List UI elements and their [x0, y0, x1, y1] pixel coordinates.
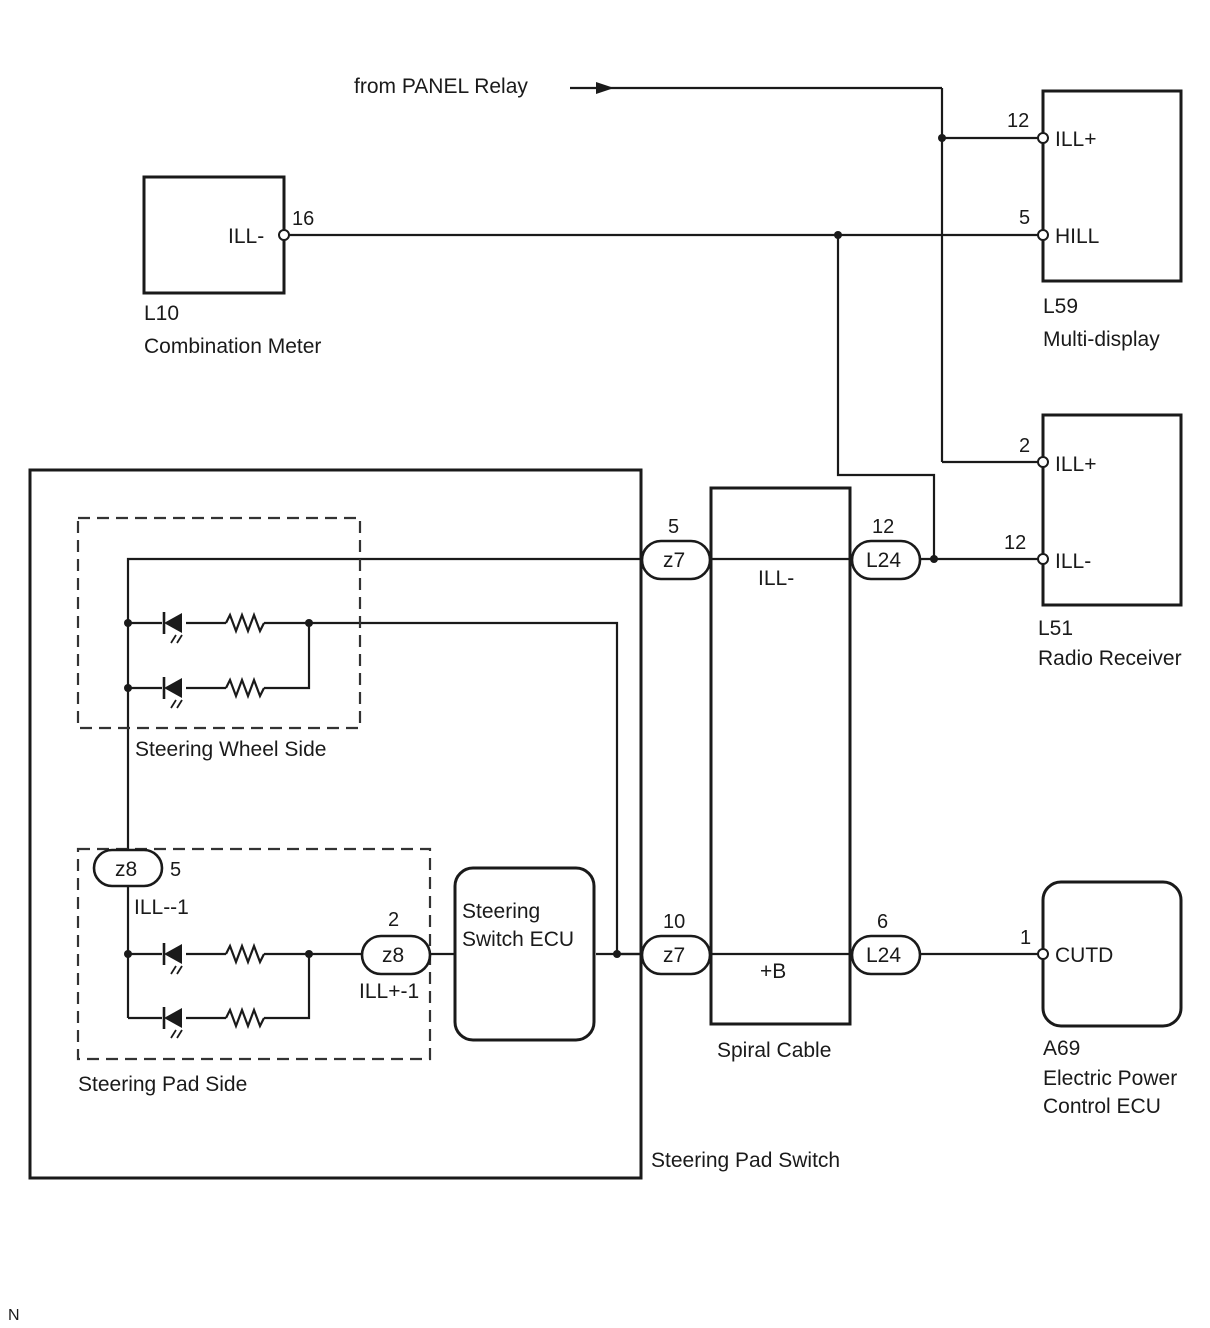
steering-pad-side-label: Steering Pad Side — [78, 1073, 247, 1096]
arrow-icon — [596, 82, 614, 94]
z8-right-id: z8 — [382, 944, 404, 967]
steering-pad-switch-label: Steering Pad Switch — [651, 1149, 840, 1172]
footer-mark: N — [8, 1307, 20, 1324]
junction-dot — [124, 619, 132, 627]
spiral-lower-signal: +B — [760, 960, 786, 983]
ill-minus-branch-wire — [836, 235, 936, 559]
junction-dot — [938, 134, 946, 142]
z8-left-pin: 5 — [170, 859, 181, 881]
junctions — [124, 134, 946, 958]
radio-pin1-label: ILL+ — [1055, 453, 1096, 476]
l24-bottom-id: L24 — [866, 944, 901, 967]
z7-bottom-id: z7 — [663, 944, 685, 967]
resistor-icon — [225, 942, 265, 966]
z7-top-id: z7 — [663, 549, 685, 572]
ecu-pin-label: CUTD — [1055, 944, 1113, 967]
junction-dot — [834, 231, 842, 239]
steering-wheel-side-label: Steering Wheel Side — [135, 738, 326, 761]
led-icon — [162, 943, 183, 975]
steering-switch-ecu-box — [453, 866, 596, 1042]
connector-l24-bottom — [850, 934, 922, 976]
meter-pin-label: ILL- — [228, 225, 264, 248]
l24-bottom-pin: 6 — [877, 911, 888, 933]
z8-right-pin: 2 — [388, 909, 399, 931]
multi-name: Multi-display — [1043, 328, 1160, 351]
ecu-id: A69 — [1043, 1037, 1080, 1060]
l24-top-id: L24 — [866, 549, 901, 572]
multi-display-box — [1041, 89, 1183, 283]
junction-dot — [930, 555, 938, 563]
radio-pin1-number: 2 — [1019, 435, 1030, 457]
terminal-radio-12 — [1037, 553, 1049, 565]
radio-pin2-label: ILL- — [1055, 550, 1091, 573]
steering-wheel-side-box — [76, 516, 362, 730]
led-icon — [162, 677, 183, 709]
resistor-icon — [225, 611, 265, 635]
z8-left-id: z8 — [115, 858, 137, 881]
junction-dot — [305, 950, 313, 958]
connector-l24-top — [850, 539, 922, 581]
resistor-icon — [225, 676, 265, 700]
z7-bottom-pin: 10 — [663, 911, 685, 933]
radio-pin2-number: 12 — [1004, 532, 1026, 554]
switch-ecu-name-line1: Steering — [462, 900, 540, 923]
panel-relay-label: from PANEL Relay — [354, 75, 528, 98]
terminal-multi-5 — [1037, 229, 1049, 241]
wheel-led2-right-wire — [264, 623, 311, 690]
spiral-upper-signal: ILL- — [758, 567, 794, 590]
connector-z8-left — [92, 848, 164, 888]
resistor-icon — [225, 1006, 265, 1030]
multi-id: L59 — [1043, 295, 1078, 318]
meter-name: Combination Meter — [144, 335, 321, 358]
multi-pin1-number: 12 — [1007, 110, 1029, 132]
spiral-cable-box — [709, 486, 852, 1026]
z7-top-pin: 5 — [668, 516, 679, 538]
z8-right-signal: ILL+-1 — [359, 980, 419, 1003]
led-icon — [162, 1007, 183, 1039]
leds — [162, 612, 183, 1039]
steering-pad-switch-box — [28, 468, 643, 1180]
terminals — [278, 132, 1049, 960]
junction-dot — [613, 950, 621, 958]
multi-pin2-number: 5 — [1019, 207, 1030, 229]
terminal-multi-12 — [1037, 132, 1049, 144]
radio-name: Radio Receiver — [1038, 647, 1182, 670]
meter-pin-number: 16 — [292, 208, 314, 230]
l24-top-pin: 12 — [872, 516, 894, 538]
junction-dot — [124, 950, 132, 958]
ill-minus-internal-wire — [126, 557, 641, 850]
spiral-cable-name: Spiral Cable — [717, 1039, 831, 1062]
multi-pin1-label: ILL+ — [1055, 128, 1096, 151]
junction-dot — [124, 684, 132, 692]
pad-led2-right-wire — [264, 954, 311, 1020]
junction-dot — [305, 619, 313, 627]
terminal-ecu-1 — [1037, 948, 1049, 960]
radio-id: L51 — [1038, 617, 1073, 640]
led-icon — [162, 612, 183, 644]
z8-left-signal: ILL--1 — [134, 896, 189, 919]
switch-ecu-name-line2: Switch ECU — [462, 928, 574, 951]
terminal-meter-16 — [278, 229, 290, 241]
radio-receiver-box — [1041, 413, 1183, 607]
connectors — [92, 539, 922, 976]
ecu-name-line2: Control ECU — [1043, 1095, 1161, 1118]
multi-pin2-label: HILL — [1055, 225, 1099, 248]
resistors — [225, 611, 265, 1030]
terminal-radio-2 — [1037, 456, 1049, 468]
connector-z8-right — [360, 934, 432, 976]
ecu-name-line1: Electric Power — [1043, 1067, 1177, 1090]
meter-id: L10 — [144, 302, 179, 325]
connector-z7-bottom — [640, 934, 712, 976]
connector-z7-top — [640, 539, 712, 581]
combination-meter-box — [142, 175, 286, 295]
ecu-pin-number: 1 — [1020, 927, 1031, 949]
